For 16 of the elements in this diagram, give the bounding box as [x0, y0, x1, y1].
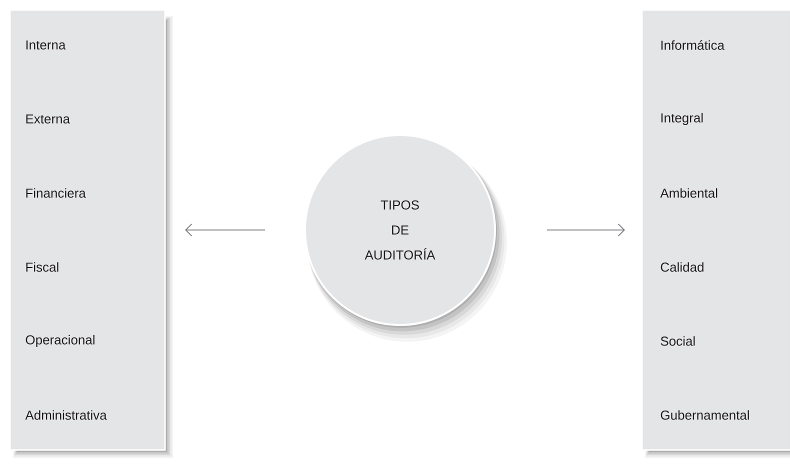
list-item: Administrativa: [25, 410, 107, 420]
list-item: Fiscal: [26, 262, 58, 272]
list-item: Ambiental: [660, 188, 718, 198]
list-item: Informática: [661, 40, 724, 50]
arrow: [185, 223, 266, 236]
list-item: Interna: [26, 40, 66, 50]
list-item: Financiera: [26, 188, 86, 198]
arrow: [546, 223, 625, 236]
list-item: Social: [660, 336, 695, 346]
list-item: Integral: [661, 112, 703, 126]
list-panel: [9, 9, 173, 458]
list-panel: [641, 9, 790, 458]
list-item: Operacional: [26, 334, 94, 348]
list-item: Gubernamental: [660, 410, 749, 420]
list-item: Calidad: [660, 262, 704, 272]
list-item: Externa: [26, 114, 70, 124]
